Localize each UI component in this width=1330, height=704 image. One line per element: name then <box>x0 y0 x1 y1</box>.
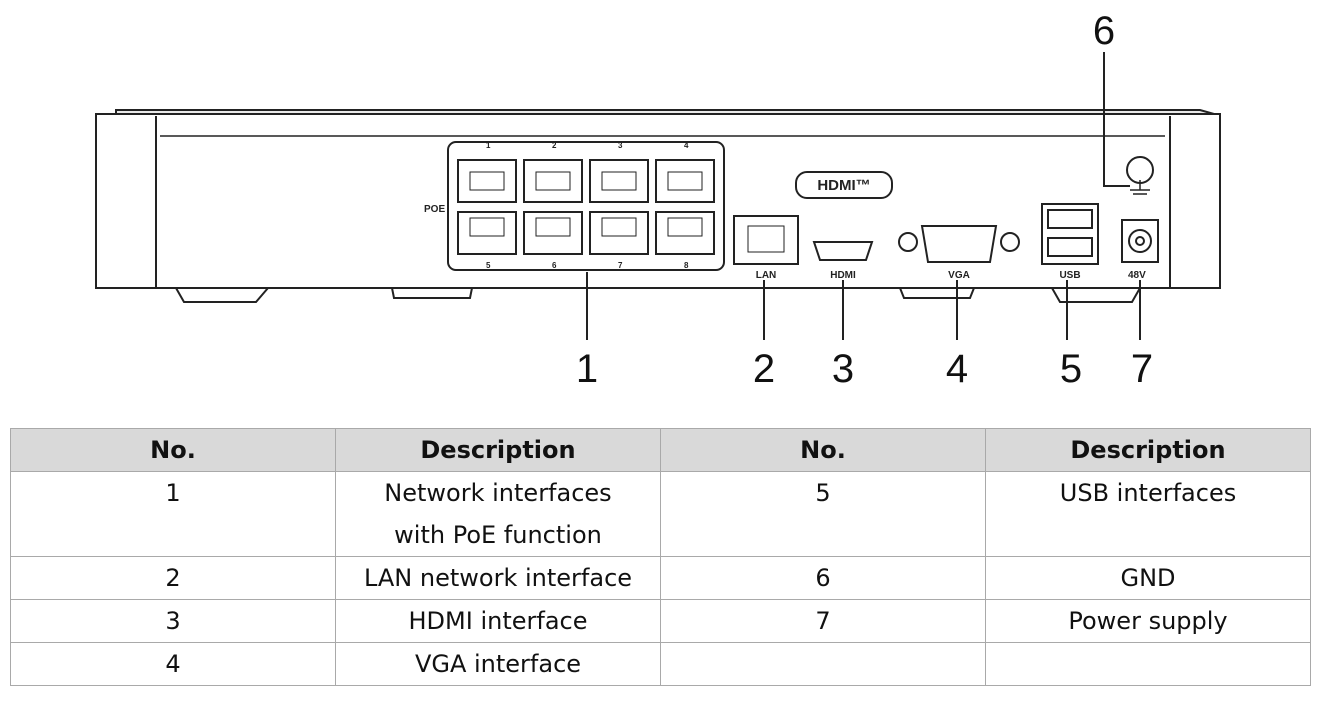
vga-port <box>920 225 998 263</box>
vga-screw-right <box>1000 232 1020 252</box>
poe-port-block <box>447 141 725 271</box>
port-number-3: 3 <box>618 141 623 150</box>
table-cell-no: 2 <box>10 556 336 600</box>
device-foot-mid-left <box>391 287 473 299</box>
table-cell-no <box>660 642 986 686</box>
port-number-4: 4 <box>684 141 689 150</box>
port-number-7: 7 <box>618 261 623 270</box>
table-cell-no: 3 <box>10 599 336 643</box>
hdmi-logo-text: HDMI™ <box>817 177 870 194</box>
rj45-port-8 <box>655 211 715 255</box>
rj45-port-6 <box>523 211 583 255</box>
table-cell-description: Network interfaces with PoE function <box>335 471 661 557</box>
rj45-port-7 <box>589 211 649 255</box>
header-no: No. <box>660 428 986 472</box>
interface-description-table: No. Description No. Description 1 Networ… <box>10 428 1311 686</box>
table-cell-no: 7 <box>660 599 986 643</box>
power-jack <box>1121 219 1159 263</box>
table-row: 3 HDMI interface 7 Power supply <box>10 599 1311 643</box>
table-cell-description: GND <box>985 556 1311 600</box>
vga-label: VGA <box>948 270 970 281</box>
callout-7: 7 <box>1131 347 1153 391</box>
usb-label: USB <box>1059 270 1080 281</box>
table-row: 1 Network interfaces with PoE function 5… <box>10 471 1311 557</box>
table-row: 4 VGA interface <box>10 642 1311 686</box>
usb-port-lower <box>1047 237 1093 257</box>
port-number-2: 2 <box>552 141 557 150</box>
callout-5: 5 <box>1060 347 1082 391</box>
table-cell-no: 4 <box>10 642 336 686</box>
table-cell-no: 6 <box>660 556 986 600</box>
rj45-port-2 <box>523 159 583 203</box>
table-cell-description: LAN network interface <box>335 556 661 600</box>
table-cell-description: HDMI interface <box>335 599 661 643</box>
rj45-port-5 <box>457 211 517 255</box>
callout-1: 1 <box>576 347 598 391</box>
header-description: Description <box>335 428 661 472</box>
leader-line-6 <box>1103 52 1130 187</box>
table-cell-no: 1 <box>10 471 336 557</box>
power-label: 48V <box>1128 270 1146 281</box>
rj45-port-3 <box>589 159 649 203</box>
callout-3: 3 <box>832 347 854 391</box>
device-foot-left <box>175 287 269 303</box>
port-number-6: 6 <box>552 261 557 270</box>
table-cell-description: USB interfaces <box>985 471 1311 557</box>
callout-6: 6 <box>1093 9 1115 53</box>
hdmi-logo-badge <box>795 171 893 199</box>
lan-label: LAN <box>756 270 777 281</box>
hdmi-label: HDMI <box>830 270 856 281</box>
table-cell-description: Power supply <box>985 599 1311 643</box>
device-foot-mid-right <box>899 287 975 299</box>
table-cell-no: 5 <box>660 471 986 557</box>
hdmi-port <box>812 241 874 261</box>
table-cell-description: VGA interface <box>335 642 661 686</box>
rj45-port-1 <box>457 159 517 203</box>
header-no: No. <box>10 428 336 472</box>
port-number-8: 8 <box>684 261 689 270</box>
port-number-1: 1 <box>486 141 491 150</box>
callout-4: 4 <box>946 347 968 391</box>
usb-port-upper <box>1047 209 1093 229</box>
vga-screw-left <box>898 232 918 252</box>
table-header-row: No. Description No. Description <box>10 428 1311 472</box>
nvr-rear-panel-diagram: POE 1 2 3 4 5 6 7 8 HDMI™ LAN HDMI VGA U… <box>95 9 1221 391</box>
lan-port <box>733 215 799 265</box>
table-row: 2 LAN network interface 6 GND <box>10 556 1311 600</box>
header-description: Description <box>985 428 1311 472</box>
usb-port-block <box>1041 203 1099 265</box>
table-cell-description <box>985 642 1311 686</box>
callout-2: 2 <box>753 347 775 391</box>
device-foot-right <box>1051 287 1141 303</box>
ground-symbol-icon <box>1130 180 1150 195</box>
poe-label: POE <box>424 204 445 215</box>
port-number-5: 5 <box>486 261 491 270</box>
rj45-port-4 <box>655 159 715 203</box>
